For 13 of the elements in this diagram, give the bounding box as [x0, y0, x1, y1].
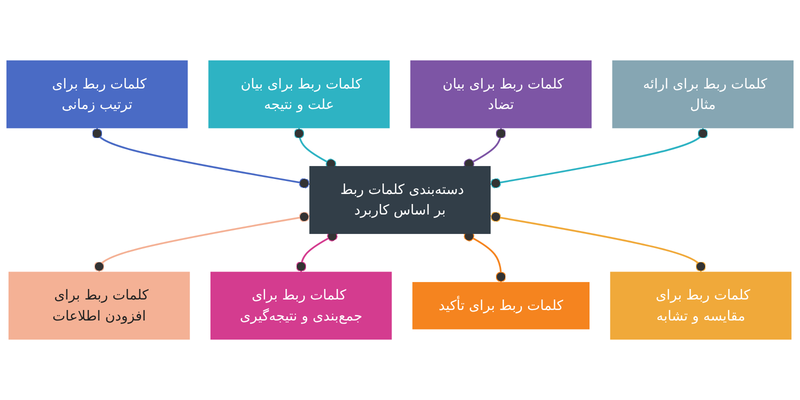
- node-box: کلمات ربط برای ارائه مثال: [612, 60, 794, 128]
- node-box: دسته‌بندی کلمات ربط بر اساس کاربرد: [309, 166, 491, 234]
- node-box: کلمات ربط برای ترتیب زمانی: [6, 60, 188, 128]
- node-box: کلمات ربط برای تأکید: [412, 282, 590, 330]
- node-box: کلمات ربط برای مقایسه و تشابه: [610, 272, 792, 340]
- node-box: کلمات ربط برای بیان تضاد: [410, 60, 592, 128]
- connector: [490, 128, 708, 188]
- connector: [94, 212, 310, 272]
- node-box: کلمات ربط برای جمع‌بندی و نتیجه‌گیری: [210, 272, 392, 340]
- connector: [92, 128, 310, 188]
- node-box: کلمات ربط برای افزودن اطلاعات: [8, 272, 190, 340]
- node-box: کلمات ربط برای بیان علت و نتیجه: [208, 60, 390, 128]
- connector: [490, 212, 706, 272]
